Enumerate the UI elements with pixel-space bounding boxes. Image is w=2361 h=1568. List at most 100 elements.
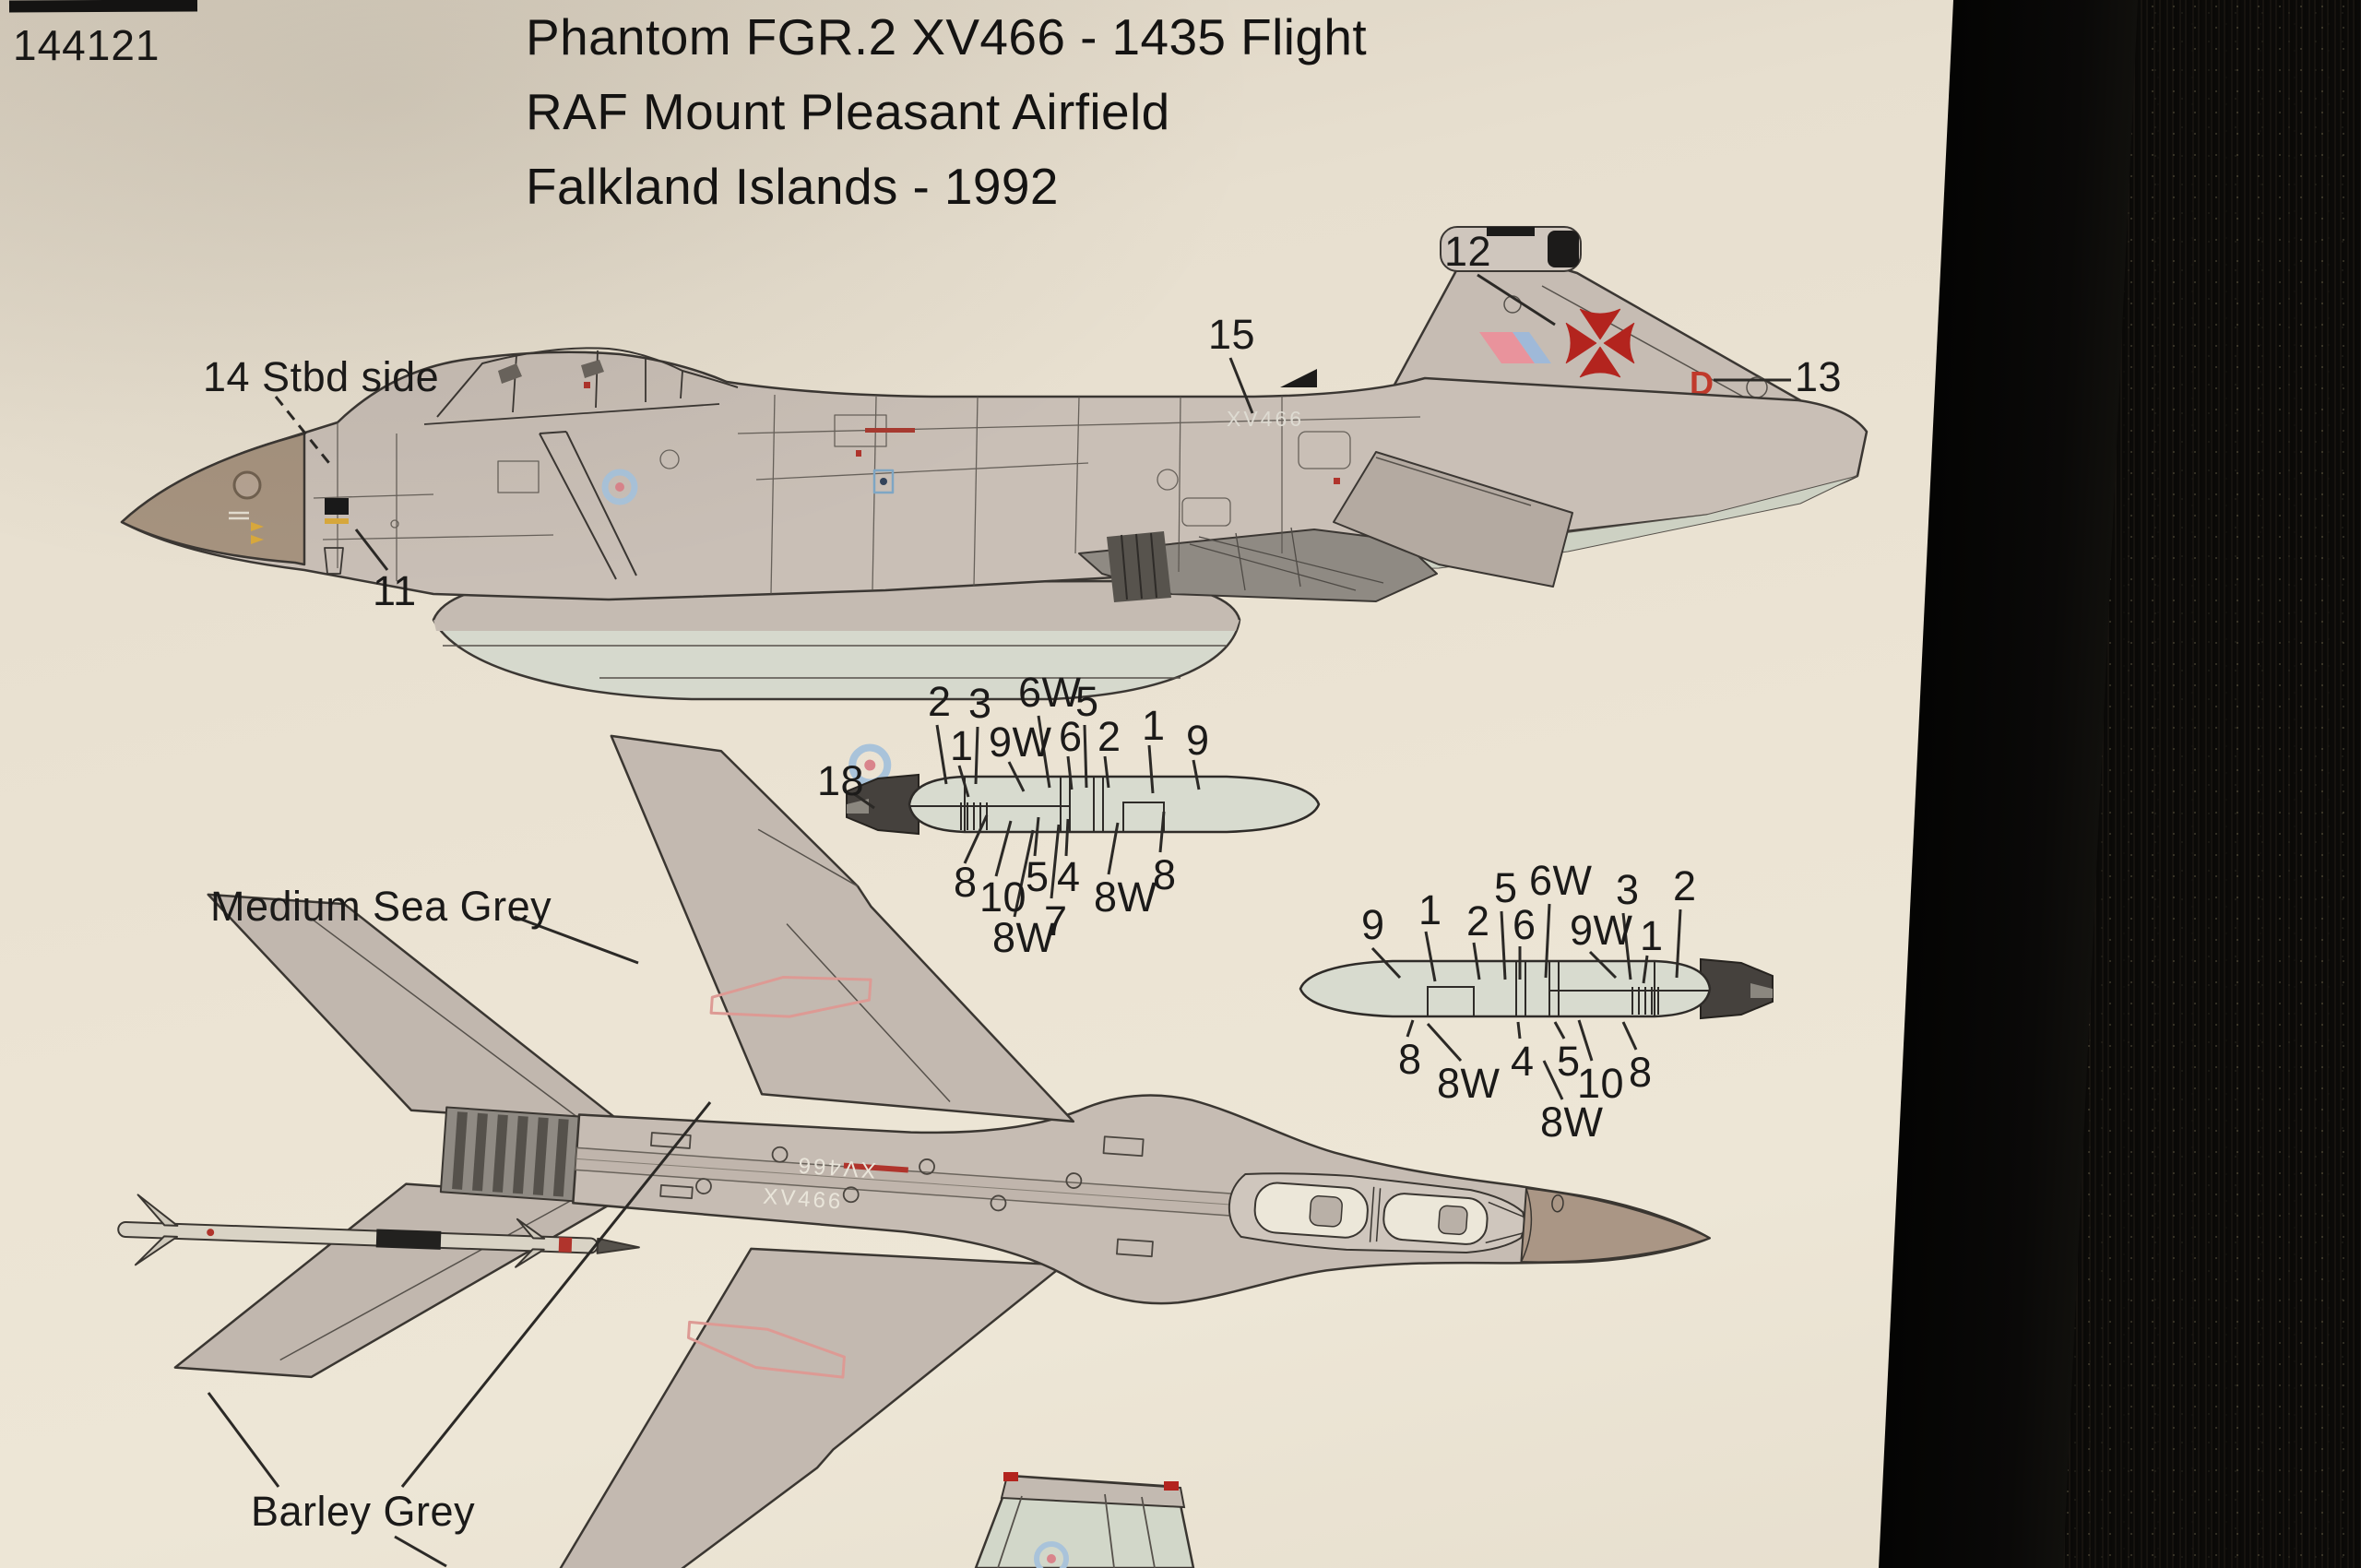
serial-topview: XV466 — [762, 1184, 844, 1215]
callout-label-3: 3 — [1616, 866, 1640, 913]
callout-label-8w: 8W — [1094, 873, 1157, 921]
callout-label-1: 1 — [1142, 702, 1166, 749]
leader-line — [1083, 724, 1088, 789]
top-view-drawing: XV466 XV466 — [173, 734, 1711, 1568]
title-line-1: Phantom FGR.2 XV466 - 1435 Flight — [526, 8, 1367, 65]
leader-line — [1158, 811, 1166, 853]
leader-line — [1588, 950, 1618, 980]
callout-label-9: 9 — [1361, 901, 1385, 948]
callout-label-9: 9 — [1186, 717, 1210, 764]
leader-line — [1621, 1021, 1638, 1051]
callout-label-8: 8 — [1153, 851, 1177, 898]
leader-line — [1424, 931, 1437, 982]
leader-line — [1107, 822, 1120, 875]
title-line-2: RAF Mount Pleasant Airfield — [526, 83, 1170, 140]
callout-label-6w: 6W — [1529, 857, 1593, 904]
callout-label-2: 2 — [1673, 862, 1697, 909]
callout-label-5: 5 — [1494, 864, 1518, 911]
sidewinder-missile — [117, 1194, 640, 1268]
leader-line — [1621, 912, 1632, 980]
fin-flash-icon — [1479, 332, 1551, 363]
callout-label-5: 5 — [1026, 853, 1050, 900]
fuel-tank-diagram-right — [1299, 957, 1774, 1020]
port-wing-topview — [551, 1247, 1065, 1568]
leader-line — [207, 1392, 280, 1488]
callout-label-5: 5 — [1075, 678, 1099, 725]
leader-line — [935, 724, 948, 785]
leader-line — [1050, 824, 1061, 899]
leader-line — [1064, 818, 1070, 857]
leader-line — [1675, 909, 1682, 979]
callout-label-9w: 9W — [1570, 907, 1633, 954]
leader-line — [1544, 903, 1551, 979]
leader-line — [1228, 357, 1254, 414]
side-view-drawing: D — [120, 226, 1869, 701]
leader-line — [1426, 1022, 1463, 1063]
leader-line — [994, 820, 1013, 877]
callout-label-6: 6 — [1059, 713, 1083, 760]
leader-line — [1577, 1019, 1594, 1062]
callout-label-5: 5 — [1557, 1038, 1581, 1085]
callout-label-10: 10 — [1577, 1060, 1625, 1107]
leader-line — [394, 1535, 447, 1568]
underside-view-fin-cropped — [974, 1472, 1195, 1568]
serial-topview-flipped: XV466 — [795, 1152, 877, 1182]
title-line-3: Falkland Islands - 1992 — [526, 158, 1059, 215]
callout-label-7: 7 — [1044, 897, 1068, 944]
callout-label-18: 18 — [817, 757, 865, 804]
leader-line — [1477, 273, 1556, 327]
callout-label-8w: 8W — [1437, 1060, 1501, 1107]
leader-line — [1103, 755, 1110, 789]
fuel-tank-diagram-left — [846, 773, 1321, 836]
serial-sideview: XV466 — [1227, 407, 1304, 431]
leader-line — [274, 396, 334, 468]
callout-label-15: 15 — [1208, 311, 1256, 358]
red-spine-stripe — [843, 1162, 908, 1173]
callout-label-1: 1 — [950, 722, 974, 769]
callout-label-11: 11 — [373, 567, 417, 614]
tank-body — [1299, 959, 1712, 1018]
callout-label-3: 3 — [968, 680, 992, 727]
raf-low-viz-roundel-icon — [601, 469, 638, 505]
callout-label-13: 13 — [1795, 353, 1843, 400]
callout-label-barley-grey: Barley Grey — [251, 1488, 476, 1535]
leader-line — [1472, 942, 1481, 980]
leader-line — [1147, 744, 1155, 794]
leader-line — [1516, 1021, 1522, 1039]
callout-label-2: 2 — [1466, 897, 1490, 944]
callout-label-4: 4 — [1511, 1038, 1535, 1085]
callout-label-8: 8 — [1629, 1049, 1653, 1096]
callout-label-4: 4 — [1057, 853, 1081, 900]
leader-line — [1642, 955, 1649, 984]
leader-line — [400, 1101, 712, 1488]
callout-label-6w: 6W — [1018, 669, 1082, 716]
callout-label-2: 2 — [1097, 713, 1121, 760]
callout-label-2: 2 — [928, 678, 952, 725]
radome-topview — [1520, 1187, 1711, 1264]
callout-label-8: 8 — [954, 859, 978, 906]
tank-tail-fin — [1700, 957, 1774, 1020]
callout-label-8w: 8W — [992, 914, 1056, 961]
callout-label-8w: 8W — [1540, 1099, 1604, 1146]
callout-label-8: 8 — [1398, 1036, 1422, 1083]
walkway-outline-stbd — [709, 976, 872, 1018]
leader-line — [957, 765, 970, 798]
leader-line — [1037, 715, 1051, 789]
engine-nozzles — [452, 1111, 569, 1197]
walkway-outline-port — [686, 1320, 846, 1379]
leader-line — [974, 726, 979, 785]
callout-label-1: 1 — [1418, 886, 1442, 933]
scheme-title: Phantom FGR.2 XV466 - 1435 Flight RAF Mo… — [526, 0, 1367, 224]
leader-line — [852, 791, 875, 810]
leader-line — [1066, 755, 1074, 790]
callout-label-14-stbd-side: 14 Stbd side — [203, 353, 440, 400]
callout-label-12: 12 — [1444, 228, 1492, 275]
leader-line — [1500, 910, 1507, 980]
leader-line — [1553, 1021, 1566, 1039]
tank-body — [908, 775, 1321, 834]
leader-line — [1033, 816, 1040, 857]
kit-number: 144121 — [13, 21, 160, 69]
leader-line — [1370, 946, 1402, 980]
